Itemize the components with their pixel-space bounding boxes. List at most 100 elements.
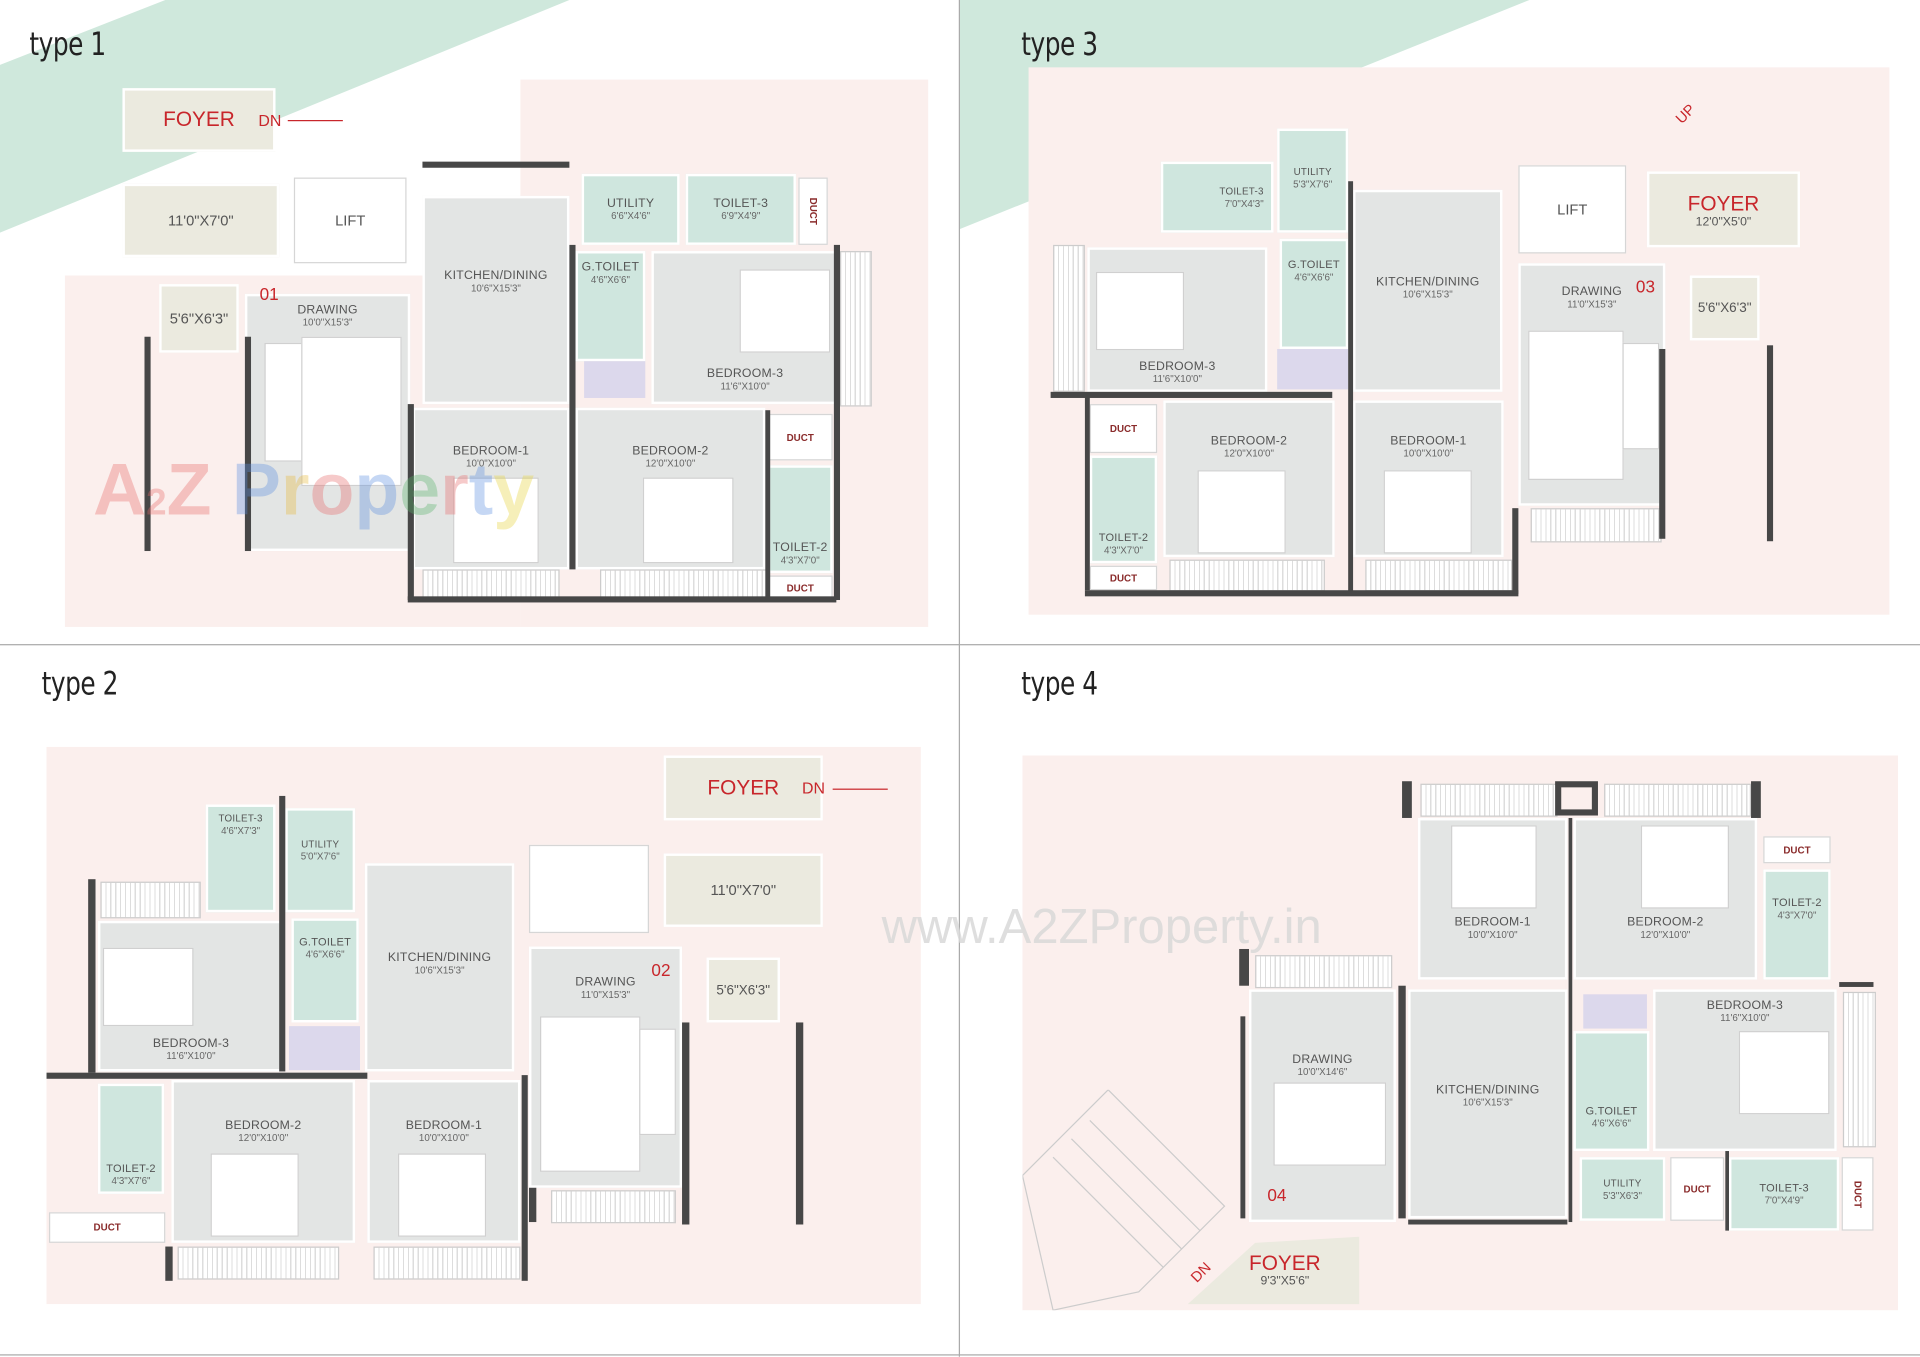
wall [1568, 817, 1573, 1223]
bed [1451, 825, 1537, 909]
balcony [1604, 783, 1752, 817]
bed [1095, 271, 1185, 351]
wall [1751, 781, 1761, 818]
wall [46, 1072, 368, 1079]
plan-title: type 3 [1021, 26, 1098, 64]
balcony [1053, 244, 1085, 392]
duct: DUCT [1089, 404, 1158, 454]
balcony [177, 1246, 340, 1280]
wall [1766, 345, 1774, 542]
bed [1383, 470, 1472, 554]
bed [1197, 470, 1286, 554]
balcony [1365, 559, 1513, 592]
lobby: 11'0"X7'0" [663, 853, 823, 927]
stair-arrow-icon [832, 788, 888, 790]
duct: DUCT [1670, 1157, 1725, 1221]
wall [244, 336, 252, 552]
balcony [373, 1246, 521, 1280]
duct: DUCT [1089, 565, 1158, 591]
lift [528, 844, 649, 934]
balcony [1420, 783, 1558, 817]
wall [1050, 391, 1333, 398]
staircase [1022, 1089, 1226, 1311]
stair-shaft [1583, 994, 1647, 1029]
sofa [639, 1028, 676, 1136]
bed [210, 1153, 299, 1237]
wall [1348, 181, 1354, 592]
bed [453, 477, 539, 564]
balcony [551, 1190, 676, 1224]
entry-passage: 5'6"X6'3" [1689, 275, 1760, 341]
entry-passage: 5'6"X6'3" [159, 284, 239, 353]
plan-title: type 2 [41, 666, 119, 703]
bed [397, 1153, 487, 1237]
site-watermark: www.A2ZProperty.in [881, 900, 1322, 954]
stair-down-label: DN [258, 111, 282, 130]
stair-shaft [1277, 348, 1349, 390]
table [540, 1016, 641, 1172]
stair-down-label: DN [802, 778, 826, 798]
sheet-border-bottom [0, 1354, 1920, 1356]
foyer: FOYER [663, 755, 823, 821]
table [1528, 330, 1624, 481]
wall [569, 244, 576, 570]
wall [165, 1246, 173, 1281]
wall [1512, 508, 1519, 594]
a2z-property-logo-watermark: A2Z Property [93, 448, 535, 531]
lift: LIFT [1518, 165, 1627, 254]
unit-number: 01 [259, 284, 279, 304]
balcony [1530, 508, 1662, 543]
wall [1659, 348, 1666, 539]
bed [102, 947, 194, 1027]
wall [682, 1022, 690, 1225]
wall [144, 336, 151, 552]
bed [1738, 1031, 1830, 1115]
unit-number: 02 [651, 960, 671, 980]
wall [833, 244, 841, 601]
foyer: FOYER 9'3"X5'6" [1248, 1251, 1321, 1289]
wall [521, 1075, 528, 1281]
wall [1239, 948, 1249, 986]
wall [88, 879, 96, 1073]
foyer: FOYER [122, 88, 276, 152]
duct: DUCT [1841, 1157, 1874, 1231]
stair-shaft [584, 361, 646, 398]
panel-divider-horizontal [0, 644, 1920, 646]
balcony [1255, 955, 1393, 989]
table [1273, 1082, 1387, 1166]
entry-passage: 5'6"X6'3" [706, 957, 781, 1023]
lobby: 11'0"X7'0" [122, 183, 280, 258]
bed [739, 269, 831, 353]
wall [1398, 985, 1406, 1219]
bed [1640, 825, 1729, 909]
wall [765, 410, 771, 601]
sofa [264, 342, 304, 462]
unit-number: 03 [1635, 276, 1656, 297]
plan-title: type 1 [29, 26, 106, 64]
duct: DUCT [798, 177, 828, 245]
balcony [840, 251, 872, 407]
wall [422, 161, 570, 168]
wall [528, 1187, 537, 1223]
wall [407, 596, 837, 603]
wall [1402, 781, 1412, 818]
table [301, 336, 402, 487]
duct: DUCT [1763, 836, 1831, 864]
balcony [1842, 991, 1876, 1148]
